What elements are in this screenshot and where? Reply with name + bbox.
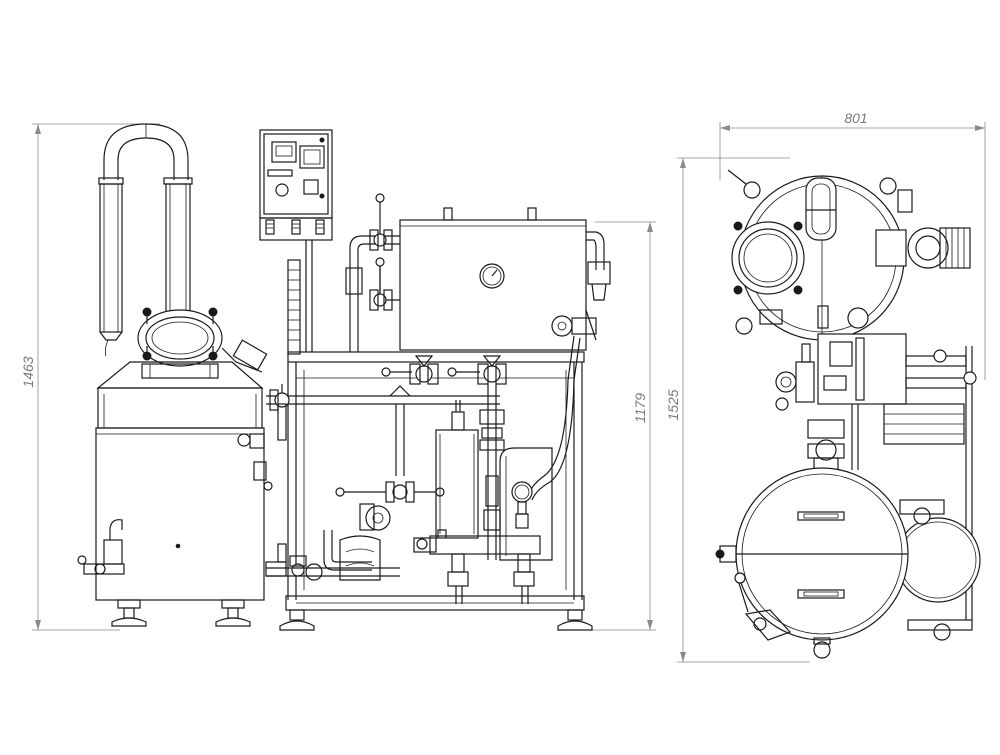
side-view-lower-vessel [715,467,981,659]
boiler-tank [77,339,273,627]
dimension-label-1525: 1525 [665,389,681,420]
side-view-upper-vessel [727,169,971,341]
side-view-control-section [775,333,977,620]
dimension-label-801: 801 [844,110,867,126]
support-frame [279,259,593,631]
control-panel [259,129,333,352]
dimension-1179: 1179 [580,221,656,631]
manway-hatch [137,307,223,379]
piping-system [265,193,507,581]
distillation-column [98,123,193,357]
dimension-801: 801 [719,110,986,380]
separator-vessel [413,400,553,604]
dimension-1463: 1463 [20,123,160,631]
dimension-1525: 1525 [665,157,810,663]
dimension-label-1179: 1179 [632,393,648,423]
upper-tank [399,207,611,501]
dimension-label-1463: 1463 [20,356,36,387]
